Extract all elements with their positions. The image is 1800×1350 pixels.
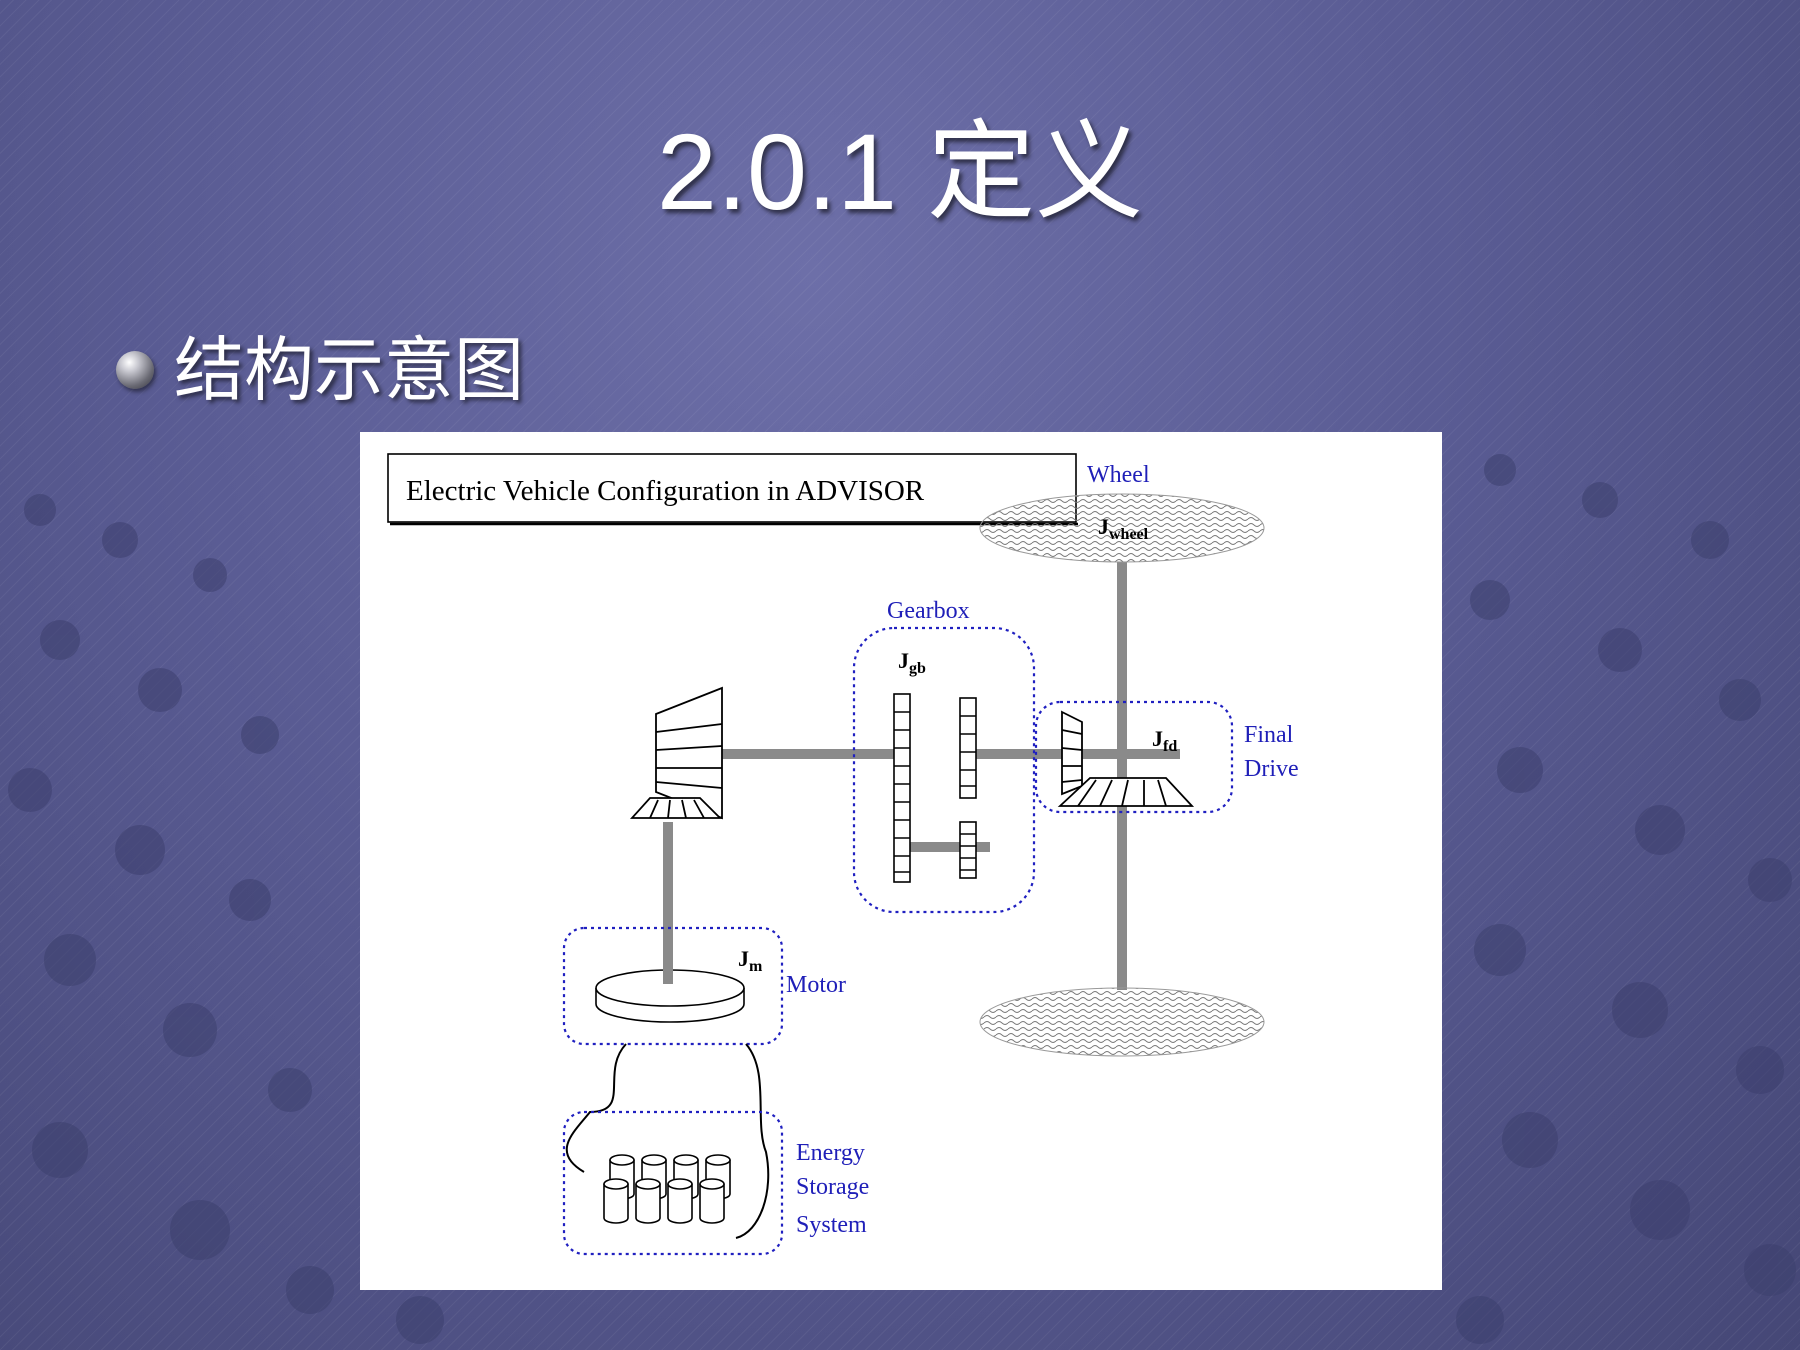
final-drive-label-line2: Drive [1244,756,1299,782]
bullet-text: 结构示意图 [174,329,524,411]
j-m-symbol: Jm [738,946,763,975]
motor-disc [595,969,745,1023]
bullet-item: 结构示意图 [116,330,524,410]
bevel-gear-left [629,686,723,820]
j-fd-symbol: Jfd [1152,726,1177,755]
wheel-label: Wheel [1087,462,1150,488]
diagram-heading: Electric Vehicle Configuration in ADVISO… [406,475,925,507]
ev-configuration-diagram: Electric Vehicle Configuration in ADVISO… [360,432,1442,1290]
ess-label-line3: System [796,1212,867,1238]
gearbox-boundary [852,626,1036,914]
wheel-bottom [979,987,1265,1057]
diagram-heading-box [387,453,1077,523]
battery-cells [603,1154,731,1224]
shafts [663,562,1180,990]
bullet-sphere-icon [116,351,154,389]
final-drive-gears [1057,710,1195,807]
gearbox-gears [893,693,977,883]
ess-label-line1: Energy [796,1140,865,1166]
motor-label: Motor [786,972,846,998]
final-drive-boundary [1034,700,1234,814]
ess-boundary [562,1110,784,1256]
wheel-top [979,493,1265,563]
ess-label-line2: Storage [796,1174,869,1200]
gearbox-label: Gearbox [887,598,970,624]
motor-boundary [562,926,784,1046]
final-drive-label-line1: Final [1244,722,1294,748]
j-gb-symbol: Jgb [898,648,926,677]
power-cables [565,1043,770,1239]
slide-title: 2.0.1 定义 [656,111,1144,232]
j-wheel-symbol: Jwheel [1098,514,1149,543]
